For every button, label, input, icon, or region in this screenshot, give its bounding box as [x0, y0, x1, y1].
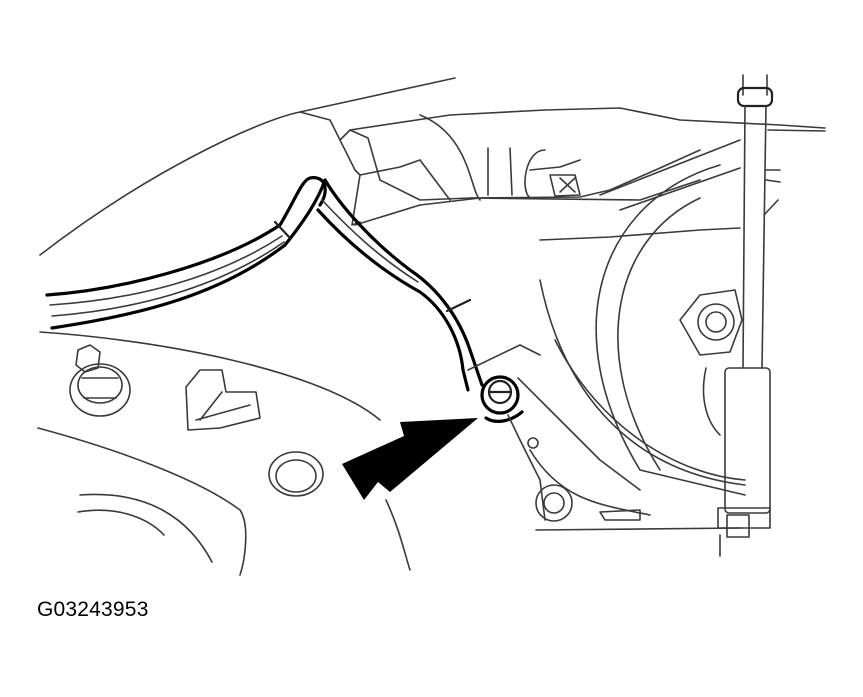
access-hole — [268, 451, 324, 497]
hub-nut — [679, 289, 743, 436]
shock-absorber — [717, 74, 826, 557]
diagram-figure — [37, 74, 826, 576]
callout-arrow-icon — [342, 418, 478, 500]
figure-caption-id: G03243953 — [37, 598, 149, 621]
clip-bracket — [185, 369, 261, 431]
body-panel-lines — [39, 77, 826, 256]
brake-disc-arcs — [529, 164, 746, 516]
bracket-bolt — [467, 344, 641, 521]
stud-nut — [69, 344, 131, 417]
sensor-harness — [45, 176, 484, 392]
lower-nut — [535, 484, 741, 531]
access-hole-inner — [275, 459, 317, 493]
lower-arm-lines — [37, 331, 411, 576]
